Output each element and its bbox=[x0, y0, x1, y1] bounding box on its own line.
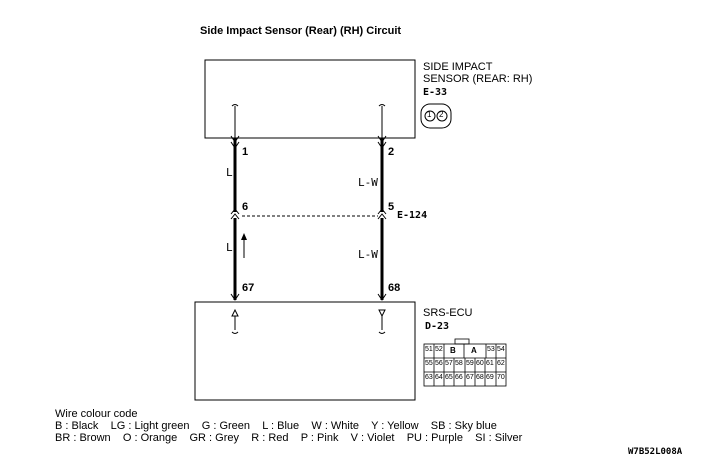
ecu-grid-cell: 68 bbox=[476, 374, 484, 381]
wire-left-bottom-pin: 67 bbox=[242, 282, 255, 294]
wire-right-top-pin: 2 bbox=[388, 146, 395, 158]
wire-right bbox=[377, 104, 387, 334]
wire-right-mid-pin: 5 bbox=[388, 201, 395, 213]
ecu-grid-cell: 67 bbox=[466, 374, 474, 381]
sensor-name-line2: SENSOR (REAR: RH) bbox=[423, 73, 533, 85]
ecu-grid-cell: 60 bbox=[476, 360, 484, 367]
wire-left-color-bottom: L bbox=[226, 241, 233, 254]
ecu-grid-cell: 70 bbox=[497, 374, 505, 381]
legend-line-2: BR : Brown O : Orange GR : Grey R : Red … bbox=[55, 432, 523, 444]
sensor-connector-code: E-33 bbox=[423, 87, 448, 98]
ecu-grid-cell: B bbox=[450, 346, 456, 355]
ecu-grid-cell: 64 bbox=[435, 374, 443, 381]
ecu-grid-cell: 61 bbox=[486, 360, 494, 367]
legend-line-1: B : Black LG : Light green G : Green L :… bbox=[55, 420, 497, 432]
wire-right-color-bottom: L-W bbox=[358, 248, 378, 261]
ecu-grid-cell: 52 bbox=[435, 346, 443, 353]
ecu-grid-cell: 63 bbox=[425, 374, 433, 381]
wire-left-top-pin: 1 bbox=[242, 146, 249, 158]
ecu-name: SRS-ECU bbox=[423, 307, 473, 319]
ecu-connector-grid bbox=[423, 338, 507, 387]
ecu-grid-cell: 65 bbox=[445, 374, 453, 381]
ecu-grid-cell: 66 bbox=[455, 374, 463, 381]
ecu-grid-cell: 53 bbox=[487, 346, 495, 353]
ecu-grid-cell: 59 bbox=[466, 360, 474, 367]
ecu-box bbox=[194, 301, 416, 401]
ecu-grid-cell: A bbox=[471, 346, 477, 355]
ecu-grid-cell: 57 bbox=[445, 360, 453, 367]
sensor-connector-icon bbox=[420, 103, 452, 129]
ecu-grid-cell: 55 bbox=[425, 360, 433, 367]
sensor-name-line1: SIDE IMPACT bbox=[423, 61, 493, 73]
ecu-grid-cell: 62 bbox=[497, 360, 505, 367]
wire-right-color-top: L-W bbox=[358, 176, 378, 189]
wire-left-mid-pin: 6 bbox=[242, 201, 249, 213]
wire-right-bottom-pin: 68 bbox=[388, 282, 401, 294]
wire-colour-legend: Wire colour code B : Black LG : Light gr… bbox=[55, 408, 522, 444]
ecu-grid-cell: 69 bbox=[486, 374, 494, 381]
ecu-grid-cell: 56 bbox=[435, 360, 443, 367]
sensor-pin-1: 1 bbox=[427, 110, 432, 119]
figure-code: W7B52L008A bbox=[628, 447, 683, 457]
sensor-pin-2: 2 bbox=[439, 110, 444, 119]
ecu-grid-cell: 51 bbox=[425, 346, 433, 353]
ecu-grid-cell: 58 bbox=[455, 360, 463, 367]
diagram-title: Side Impact Sensor (Rear) (RH) Circuit bbox=[200, 25, 402, 37]
intermediate-connector-code: E-124 bbox=[397, 210, 428, 221]
legend-heading: Wire colour code bbox=[55, 408, 138, 420]
sensor-box bbox=[204, 59, 416, 139]
ecu-connector-code: D-23 bbox=[425, 321, 450, 332]
wire-left-color-top: L bbox=[226, 166, 233, 179]
wire-left bbox=[230, 104, 240, 334]
ecu-grid-cell: 54 bbox=[497, 346, 505, 353]
